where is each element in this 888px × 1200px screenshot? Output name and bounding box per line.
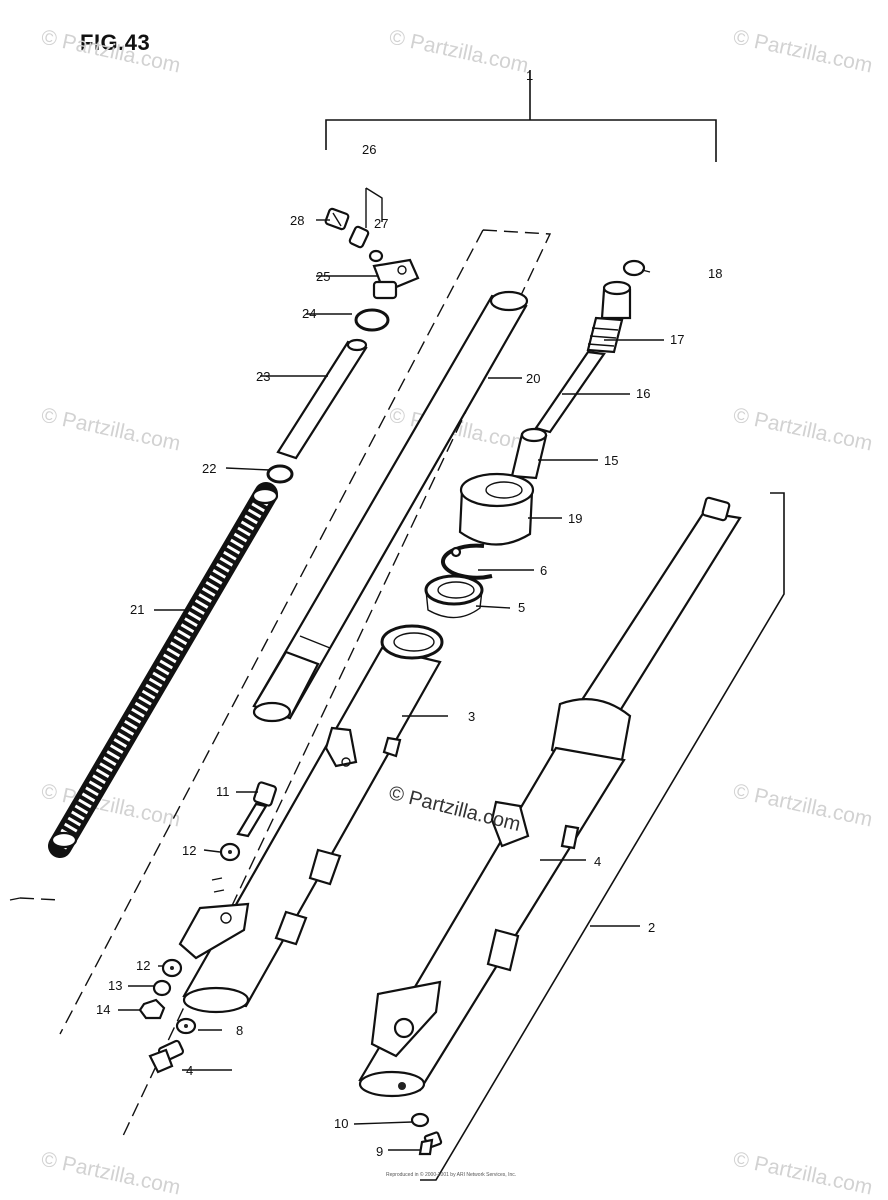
- callout-18: 18: [708, 266, 722, 281]
- outer-tube-part-3: [182, 624, 444, 1014]
- spacer-part-23: [276, 338, 368, 460]
- callout-14: 14: [96, 1002, 110, 1017]
- bolt-part-11: [236, 781, 277, 838]
- callout-3: 3: [468, 709, 475, 724]
- dust-seal-part-19: [458, 472, 535, 546]
- footer-note: Reproduced in © 2000-2001 by ARI Network…: [386, 1172, 517, 1178]
- spring-seat-part-22: [266, 464, 294, 484]
- callout-25: 25: [316, 269, 330, 284]
- callout-12-upper: 12: [182, 843, 196, 858]
- exploded-view-outline: [9, 229, 552, 1139]
- callout-24: 24: [302, 306, 316, 321]
- callout-20: 20: [526, 371, 540, 386]
- washer-part-8: [175, 1017, 197, 1035]
- drain-screw-part-28: [324, 207, 350, 231]
- callout-21: 21: [130, 602, 144, 617]
- callout-8: 8: [236, 1023, 243, 1038]
- o-ring-part-24: [354, 308, 390, 332]
- lock-washer-part-13: [152, 979, 172, 997]
- oil-lock-piece-part-15: [510, 427, 548, 480]
- retaining-ring-part-6: [441, 543, 493, 580]
- drain-bolt-part-9: [418, 1131, 443, 1156]
- callout-12-lower: 12: [136, 958, 150, 973]
- callout-23: 23: [256, 369, 270, 384]
- callout-16: 16: [636, 386, 650, 401]
- washer-part-12-lower: [161, 958, 183, 978]
- assembly-bracket-2: [420, 492, 785, 1181]
- fork-assembly-part-2: [358, 496, 742, 1098]
- callout-19: 19: [568, 511, 582, 526]
- callout-2: 2: [648, 920, 655, 935]
- callout-28: 28: [290, 213, 304, 228]
- callout-10: 10: [334, 1116, 348, 1131]
- callout-4-bolt: 4: [186, 1063, 193, 1078]
- inner-tube-part-20: [252, 290, 529, 723]
- callout-9: 9: [376, 1144, 383, 1159]
- oil-seal-part-5: [424, 574, 484, 619]
- air-valve-part-26: [348, 187, 384, 263]
- callout-labels: 1 2 3 4 4 5 6 8 9 10 11 12 12 13 14 15 1…: [96, 68, 722, 1159]
- washer-part-12-upper: [219, 842, 241, 862]
- callout-22: 22: [202, 461, 216, 476]
- callout-1: 1: [526, 68, 533, 83]
- assembly-bracket-1: [325, 70, 717, 162]
- callout-13: 13: [108, 978, 122, 993]
- figure-title: FIG.43: [80, 30, 151, 55]
- nut-part-14: [138, 998, 166, 1020]
- callout-17: 17: [670, 332, 684, 347]
- callout-27: 27: [374, 216, 388, 231]
- callout-6: 6: [540, 563, 547, 578]
- gasket-part-10: [410, 1112, 430, 1128]
- leader-lines: [118, 219, 664, 1151]
- callout-11: 11: [216, 784, 230, 799]
- fork-spring-part-21: [48, 482, 279, 858]
- axle-holder: [178, 877, 250, 960]
- damper-rod-part-16: [534, 259, 646, 434]
- callout-4: 4: [594, 854, 601, 869]
- callout-26: 26: [362, 142, 376, 157]
- cap-bolt-part-25: [372, 258, 420, 300]
- callout-5: 5: [518, 600, 525, 615]
- bolt-part-4: [148, 1039, 185, 1074]
- callout-15: 15: [604, 453, 618, 468]
